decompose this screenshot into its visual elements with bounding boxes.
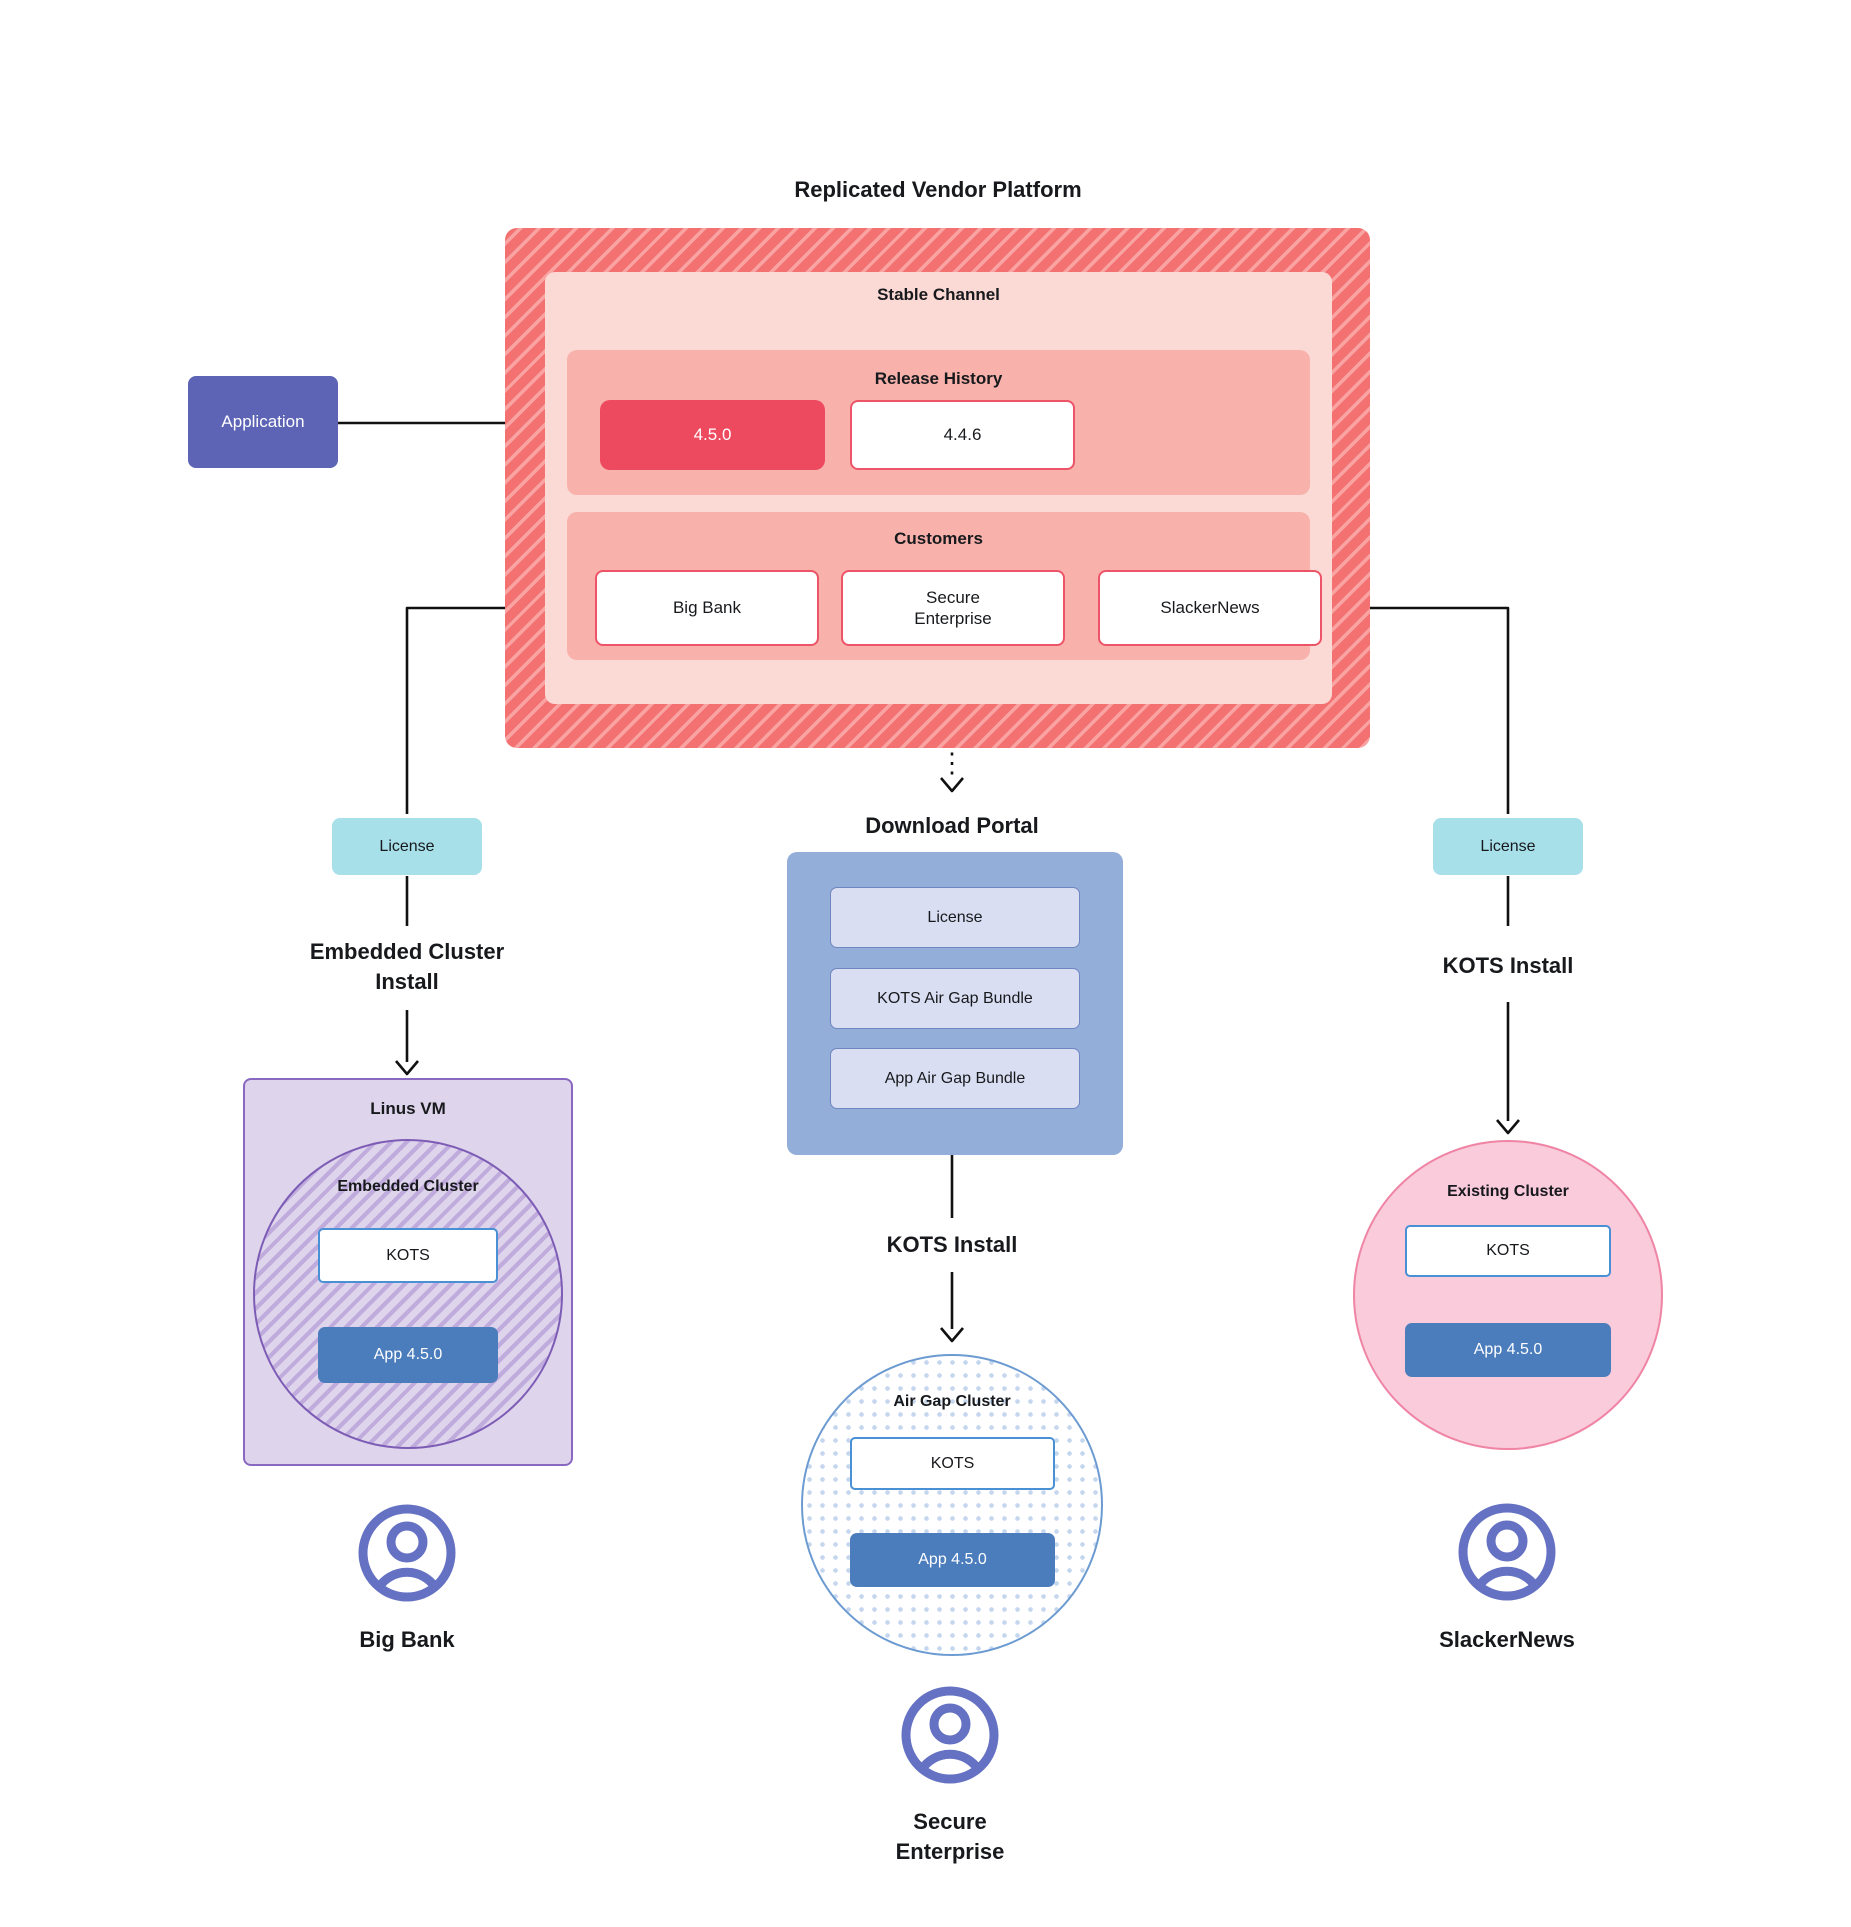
app-box-left: App 4.5.0 <box>318 1327 498 1383</box>
license-box-left: License <box>332 818 482 875</box>
kots-install-label-right: KOTS Install <box>1442 953 1574 979</box>
customer-box-slackernews: SlackerNews <box>1098 570 1322 646</box>
app-box-center: App 4.5.0 <box>850 1533 1055 1587</box>
kots-install-label-center: KOTS Install <box>886 1232 1018 1258</box>
persona-label-secure-enterprise: Secure Enterprise <box>895 1809 1005 1864</box>
user-icon <box>1455 1500 1559 1604</box>
stable-channel-label: Stable Channel <box>877 285 1000 304</box>
page-title: Replicated Vendor Platform <box>794 177 1082 202</box>
linus-vm-label: Linus VM <box>370 1099 446 1118</box>
existing-cluster-circle <box>1353 1140 1663 1450</box>
arrow-install-to-linusvm <box>395 1010 419 1076</box>
arrow-install-to-existing-cluster <box>1496 1002 1520 1135</box>
air-gap-cluster-circle <box>801 1354 1103 1656</box>
release-box-current: 4.5.0 <box>600 400 825 470</box>
embedded-cluster-circle <box>253 1139 563 1449</box>
user-icon <box>898 1683 1002 1787</box>
customer-box-secure-enterprise: Secure Enterprise <box>841 570 1065 646</box>
portal-item-app-air-gap-bundle: App Air Gap Bundle <box>830 1048 1080 1109</box>
portal-item-license: License <box>830 887 1080 948</box>
embedded-cluster-install-label: Embedded Cluster Install <box>309 939 505 994</box>
persona-label-big-bank: Big Bank <box>359 1627 455 1652</box>
kots-box-right: KOTS <box>1405 1225 1611 1277</box>
kots-box-left: KOTS <box>318 1228 498 1283</box>
release-history-label: Release History <box>874 369 1003 388</box>
application-box: Application <box>188 376 338 468</box>
kots-box-center: KOTS <box>850 1437 1055 1490</box>
existing-cluster-label: Existing Cluster <box>1447 1183 1569 1200</box>
embedded-cluster-label: Embedded Cluster <box>337 1178 479 1195</box>
customer-box-big-bank: Big Bank <box>595 570 819 646</box>
customers-label: Customers <box>894 529 983 548</box>
persona-label-slackernews: SlackerNews <box>1439 1627 1575 1652</box>
arrow-install-to-airgap-cluster <box>940 1272 964 1343</box>
portal-item-kots-air-gap-bundle: KOTS Air Gap Bundle <box>830 968 1080 1029</box>
download-portal-label: Download Portal <box>865 813 1039 839</box>
user-icon <box>355 1501 459 1605</box>
release-box-previous: 4.4.6 <box>850 400 1075 470</box>
air-gap-cluster-label: Air Gap Cluster <box>893 1393 1011 1410</box>
app-box-right: App 4.5.0 <box>1405 1323 1611 1377</box>
license-box-right: License <box>1433 818 1583 875</box>
